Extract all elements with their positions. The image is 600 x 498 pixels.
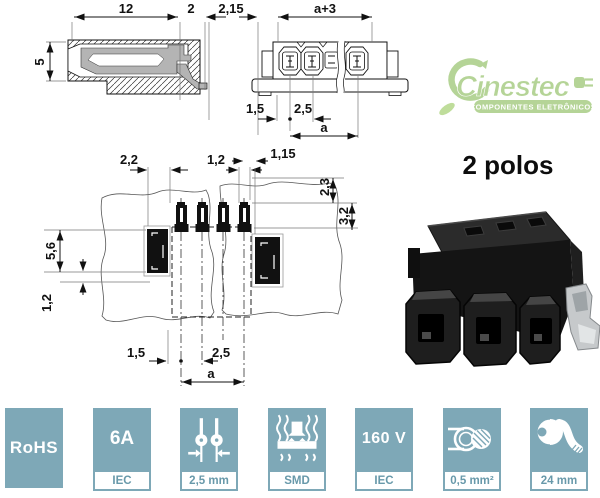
anchor-pads [143,225,284,288]
badge-wire: 0,5 mm² [443,408,501,491]
dim-label: a+3 [314,1,336,16]
logo-tagline: COMPONENTES ELETRÔNICOS [470,103,596,112]
badge-current: 6A IEC [93,408,151,491]
cinestec-logo: Cinestec COMPONENTES ELETRÔNICOS [439,58,596,116]
badge-strip-length: 24 mm [530,408,588,491]
plug-icon [574,77,593,88]
dim-label: 1,2 [39,294,54,312]
leaf-icon [439,102,455,116]
badge-voltage-label: 160 V [355,408,413,470]
badge-voltage-band: IEC [355,470,413,491]
smd-icon [275,414,319,462]
wire-icon [448,426,491,452]
footprint-drawing: 2,2 1,2 1,15 2,3 3,2 5, [39,146,358,386]
dim-label: 2,5 [212,345,230,360]
dim-label: 5 [32,58,47,65]
pin-pads [174,202,252,232]
logo-banner [474,100,592,113]
logo-wordmark: Cinestec [456,71,570,103]
badge-voltage: 160 V IEC [355,408,413,491]
dim-label: a [207,366,215,381]
badge-pitch: 2,5 mm [180,408,238,491]
badge-strip-length-band: 24 mm [530,470,588,491]
dim-label: 2 [187,1,194,16]
technical-drawings: 12 2 5 [32,1,409,386]
solder-clamp [565,283,600,351]
dim-label: 3,2 [336,207,351,225]
badge-pitch-band: 2,5 mm [180,470,238,491]
pole-count-caption: 2 polos [462,150,554,180]
connector-ports [405,289,561,367]
side-view-drawing: 12 2 5 [32,1,226,100]
badge-rohs-label: RoHS [5,408,63,488]
badge-current-label: 6A [93,408,151,470]
dim-label: 12 [119,1,133,16]
strip-length-icon [536,418,583,455]
dim-label: 1,2 [207,152,225,167]
dim-label: 5,6 [43,242,58,260]
dim-label: 1,5 [246,101,264,116]
dim-label: a [320,120,328,135]
badge-wire-band: 0,5 mm² [443,470,501,491]
pitch-icon [188,418,230,462]
badge-smd-band: SMD [268,470,326,491]
badge-smd: SMD [268,408,326,491]
dim-label: 2,15 [218,1,243,16]
badge-current-band: IEC [93,470,151,491]
dim-label: 1,15 [270,146,295,161]
dim-label: 1,5 [127,345,145,360]
logo-swirl-icon [448,58,490,101]
front-view-drawing: a+3 2,15 1,5 2,5 a [208,1,409,140]
dim-label: 2,5 [294,101,312,116]
dim-label: 2,2 [120,152,138,167]
dim-label: 2,3 [317,178,332,196]
badge-rohs: RoHS [5,408,63,488]
product-photo [405,211,600,367]
pcb-outline-right [219,181,343,317]
